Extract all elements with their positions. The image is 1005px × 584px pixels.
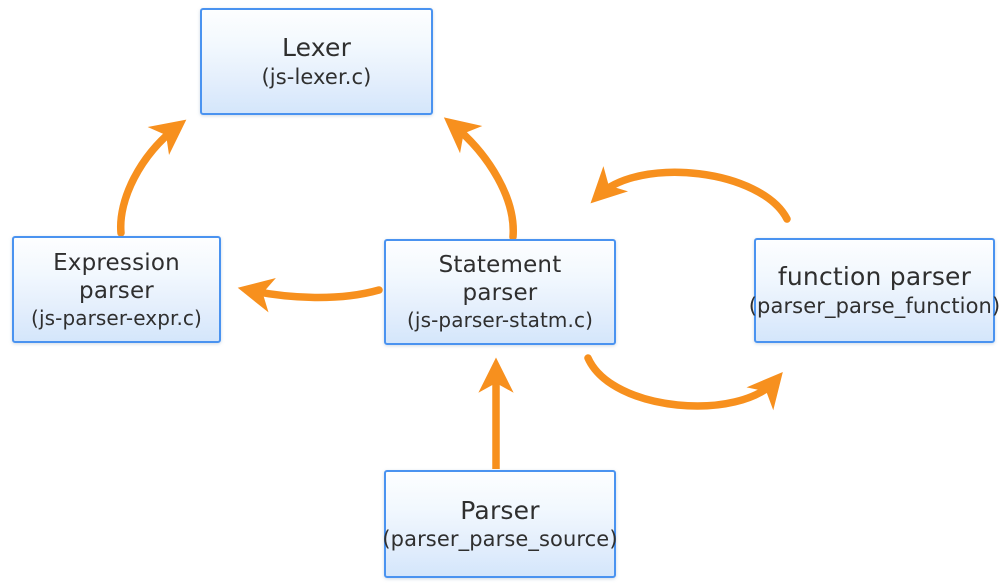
node-statement-parser[interactable]: Statement parser (js-parser-statm.c) — [384, 239, 616, 345]
node-parser-title: Parser — [460, 495, 540, 525]
node-expression-parser-title-line2: parser — [79, 277, 154, 304]
node-function-parser-subtitle: (parser_parse_function) — [748, 293, 1001, 318]
edge-statement-to-lexer — [443, 117, 517, 241]
node-function-parser-title: function parser — [777, 262, 972, 292]
node-parser[interactable]: Parser (parser_parse_source) — [382, 470, 618, 578]
node-statement-parser-title: Statement — [438, 252, 562, 279]
edge-statement-to-expression — [237, 277, 383, 313]
node-statement-parser-subtitle: (js-parser-statm.c) — [407, 308, 593, 333]
node-parser-subtitle: (parser_parse_source) — [382, 527, 618, 552]
node-expression-parser-title: Expression — [53, 249, 180, 276]
node-function-parser[interactable]: function parser (parser_parse_function) — [749, 238, 1000, 343]
node-lexer[interactable]: Lexer (js-lexer.c) — [200, 8, 433, 115]
node-expression-parser-subtitle: (js-parser-expr.c) — [31, 305, 202, 330]
node-statement-parser-title-line2: parser — [462, 280, 538, 307]
node-lexer-subtitle: (js-lexer.c) — [261, 64, 372, 89]
node-expression-parser[interactable]: Expression parser (js-parser-expr.c) — [12, 236, 221, 343]
edge-statement-to-function — [584, 354, 783, 411]
edge-function-to-statement — [590, 166, 791, 223]
node-lexer-title: Lexer — [281, 33, 352, 63]
edge-expression-to-lexer — [117, 119, 187, 237]
